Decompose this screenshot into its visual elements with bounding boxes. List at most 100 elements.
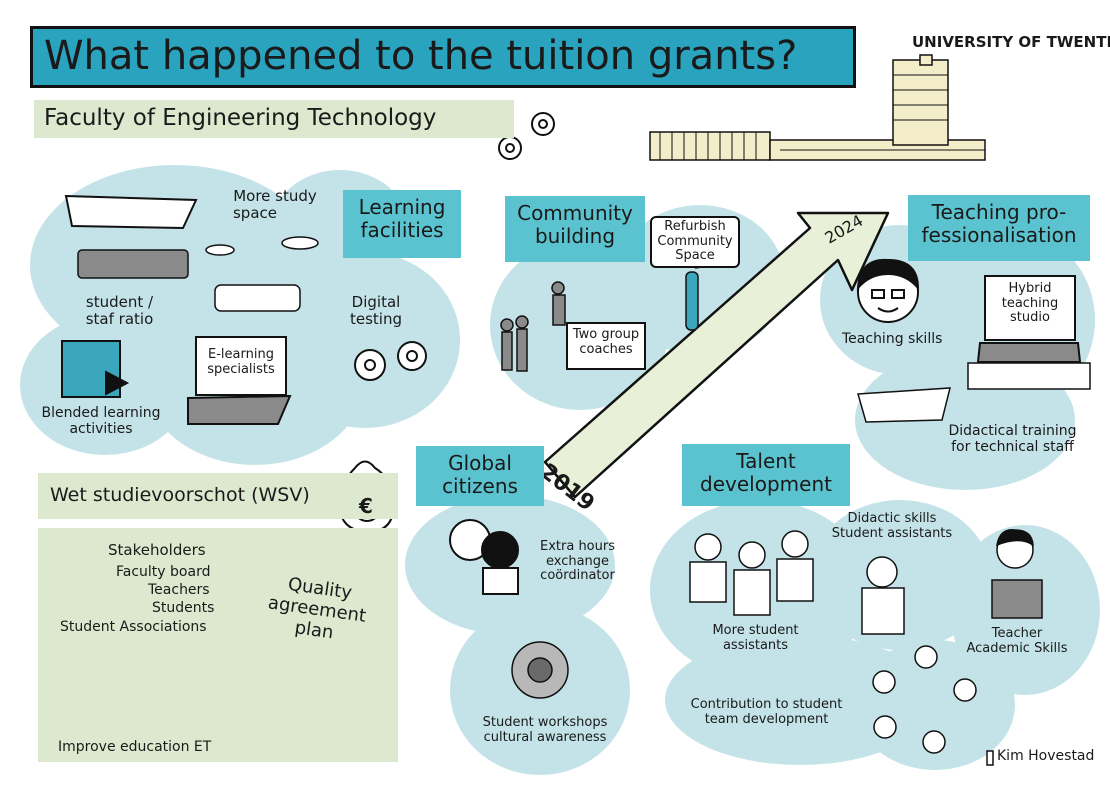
global-heading-line2: citizens	[442, 474, 518, 498]
didactical-line2: for technical staff	[951, 438, 1074, 455]
refurbish-line1: Refurbish	[664, 219, 726, 234]
stakeholder-students: Students	[152, 600, 215, 616]
didactic-line1: Didactic skills	[847, 511, 937, 526]
ratio-line2: staf ratio	[85, 309, 154, 328]
community-building-label: Community building	[505, 196, 645, 262]
hybrid-studio-text: Hybrid teaching studio	[993, 281, 1067, 326]
didactic-line2: Student assistants	[831, 525, 953, 541]
student-staff-ratio-text: student / staf ratio	[72, 294, 167, 328]
subtitle-band	[34, 100, 514, 138]
more-study-line2: space	[232, 203, 277, 222]
exchange-coordinator-text: Extra hours exchange coördinator	[530, 539, 625, 584]
digital-line1: Digital	[351, 293, 401, 311]
team-line2: team development	[704, 711, 829, 727]
more-study-space-text: More study space	[215, 188, 335, 222]
elearning-specialists-text: E-learning specialists	[198, 347, 284, 377]
blended-learning-text: Blended learning activities	[36, 405, 166, 437]
didactic-assistant-icon	[861, 556, 905, 635]
student-workshops-text: Student workshops cultural awareness	[470, 715, 620, 745]
hybrid-line2: teaching	[1001, 295, 1059, 311]
team-circle-icon	[872, 645, 977, 754]
mixing-console-icon	[967, 362, 1091, 390]
team-development-text: Contribution to student team development	[684, 697, 849, 727]
learning-heading-line1: Learning	[358, 195, 446, 219]
faculty-subtitle: Faculty of Engineering Technology	[44, 105, 437, 131]
more-assistants-line1: More student	[712, 623, 799, 638]
elearning-line2: specialists	[207, 361, 275, 377]
wsv-heading: Wet studievoorschot (WSV)	[50, 484, 310, 506]
wsv-panel	[38, 528, 398, 762]
talent-heading-line1: Talent	[736, 449, 796, 473]
improve-education-text: Improve education ET	[58, 739, 212, 755]
blended-line2: activities	[69, 420, 133, 437]
workshops-line1: Student workshops	[482, 715, 608, 730]
learning-facilities-label: Learning facilities	[343, 190, 461, 258]
didactic-skills-text: Didactic skills Student assistants	[822, 511, 962, 541]
refurbish-community-sign: Refurbish Community Space	[650, 216, 740, 268]
student-assistants-icon	[689, 530, 814, 616]
blended-learning-screen-icon	[61, 340, 130, 398]
learning-heading-line2: facilities	[360, 218, 444, 242]
community-heading-line1: Community	[517, 201, 633, 225]
digital-testing-text: Digital testing	[340, 294, 412, 328]
globe-person-icon	[449, 519, 519, 595]
digital-line2: testing	[349, 309, 402, 328]
hybrid-studio-laptop-icon	[976, 275, 1082, 363]
lecture-audience-icon	[77, 249, 189, 279]
didactical-line1: Didactical training	[948, 423, 1077, 439]
stakeholders-heading: Stakeholders	[108, 541, 206, 559]
hybrid-line1: Hybrid	[1008, 281, 1052, 296]
extra-line2: exchange	[545, 553, 610, 569]
laptop-elearning-icon	[187, 336, 292, 425]
coaches-line1: Two group	[572, 327, 640, 342]
more-assistants-line2: assistants	[722, 637, 789, 653]
team-line1: Contribution to student	[690, 697, 843, 712]
community-heading-line2: building	[534, 224, 616, 248]
university-logo-text: UNIVERSITY OF TWENTE.	[912, 33, 1110, 51]
academic-line1: Teacher	[991, 626, 1043, 641]
teaching-skills-text: Teaching skills	[842, 331, 943, 347]
coaches-line2: coaches	[579, 341, 633, 357]
elearning-line1: E-learning	[208, 347, 274, 362]
extra-line3: coördinator	[540, 568, 615, 584]
illustrator-credit: Kim Hovestad	[997, 748, 1095, 764]
teacher-academic-skills-text: Teacher Academic Skills	[958, 626, 1076, 656]
page-title: What happened to the tuition grants?	[44, 33, 798, 79]
teacher-face-icon	[856, 258, 920, 323]
workshops-line2: cultural awareness	[483, 729, 607, 745]
study-tables-icon	[205, 236, 319, 256]
talent-development-label: Talent development	[682, 444, 850, 506]
technical-tools-icon	[857, 387, 951, 423]
stakeholder-faculty-board: Faculty board	[116, 564, 211, 580]
more-student-assistants-text: More student assistants	[698, 623, 813, 653]
group-people-icon	[500, 281, 566, 372]
blended-line1: Blended learning	[41, 405, 161, 421]
academic-line2: Academic Skills	[966, 640, 1068, 656]
extra-line1: Extra hours	[540, 539, 615, 554]
digital-testing-gears-icon	[354, 341, 427, 381]
pencil-icon	[986, 750, 994, 766]
didactical-training-text: Didactical training for technical staff	[940, 423, 1085, 455]
hands-together-icon	[511, 641, 569, 699]
global-heading-line1: Global	[448, 451, 512, 475]
refurbish-line3: Space	[675, 248, 715, 264]
university-building-illustration	[649, 54, 986, 161]
talent-heading-line2: development	[700, 472, 832, 496]
timeline-arrow	[543, 211, 890, 499]
more-study-line1: More study	[233, 187, 317, 205]
hybrid-line3: studio	[1010, 310, 1050, 326]
lecture-screen-icon	[64, 194, 198, 230]
teaching-professionalisation-label: Teaching pro- fessionalisation	[908, 195, 1090, 261]
refurbish-line2: Community	[657, 233, 733, 249]
lounge-sofa-icon	[214, 284, 301, 312]
stakeholder-teachers: Teachers	[148, 582, 210, 598]
ratio-line1: student /	[85, 293, 154, 311]
euro-symbol: €	[359, 494, 373, 518]
teaching-heading-line1: Teaching pro-	[931, 200, 1067, 224]
wsv-heading-band	[38, 473, 398, 519]
teacher-reading-icon	[991, 529, 1043, 619]
global-citizens-label: Global citizens	[416, 446, 544, 506]
title-box	[30, 26, 856, 88]
